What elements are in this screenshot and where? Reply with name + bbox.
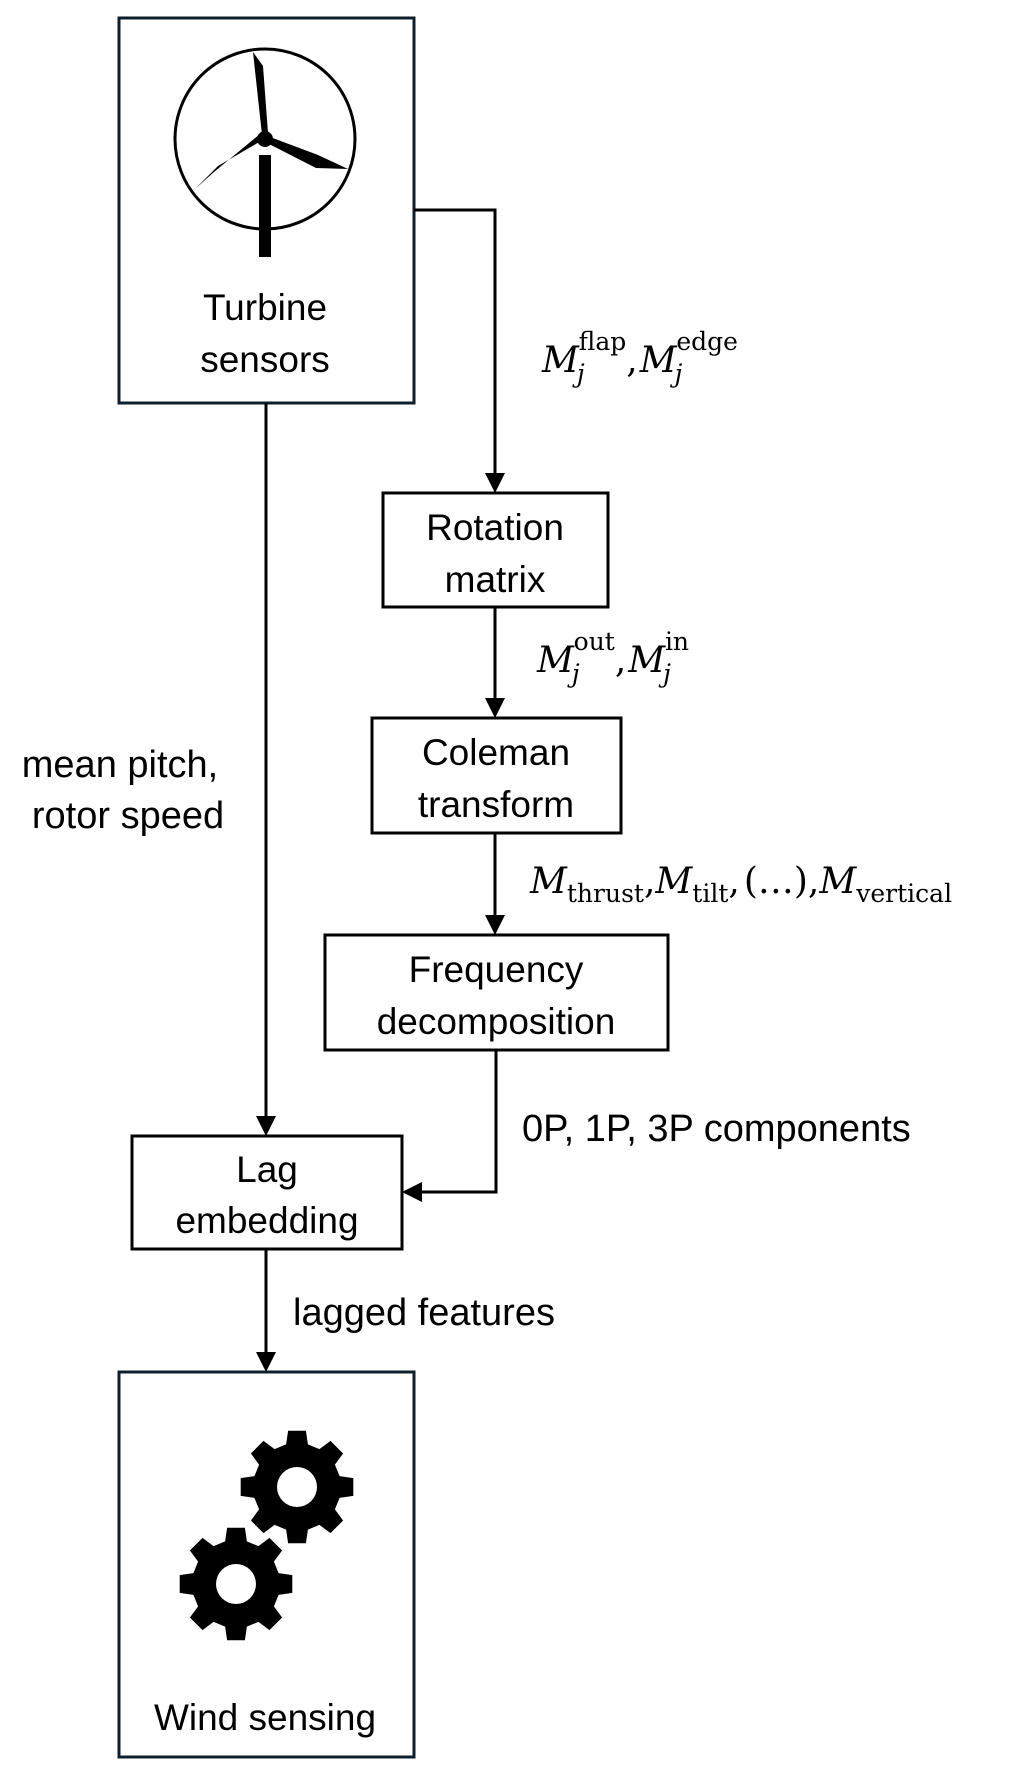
wind-sensing-node: Wind sensing: [117, 1370, 416, 1759]
rotation-matrix-label-line2: matrix: [445, 559, 546, 600]
edge-label-lagged-features: lagged features: [293, 1292, 555, 1334]
arrowhead-rotation: [485, 473, 505, 493]
arrowhead-lag-right: [402, 1182, 422, 1202]
arrowhead-wind: [256, 1352, 276, 1372]
lag-embedding-box: [130, 1134, 404, 1251]
coleman-transform-box: [370, 716, 623, 835]
edge-label-components: 0P, 1P, 3P components: [522, 1108, 911, 1150]
wind-turbine-icon: [173, 47, 357, 257]
lag-embedding-label-line2: embedding: [175, 1200, 358, 1241]
gear-icon: [179, 1527, 293, 1641]
gears-icon: [179, 1430, 354, 1641]
edge-frequency-to-lag: [421, 1050, 498, 1194]
rotation-matrix-label-line1: Rotation: [426, 507, 564, 548]
frequency-decomposition-label-line2: decomposition: [377, 1001, 616, 1042]
gear-icon: [240, 1430, 354, 1544]
edge-label-operating-point-line1: mean pitch,: [22, 744, 218, 786]
gear-hole: [277, 1467, 317, 1507]
lag-embedding-label-line1: Lag: [236, 1149, 298, 1190]
turbine-sensors-node: Turbine sensors: [117, 16, 416, 405]
coleman-transform-label-line2: transform: [418, 784, 574, 825]
frequency-decomposition-label-line1: Frequency: [409, 949, 584, 990]
coleman-transform-label-line1: Coleman: [422, 732, 570, 773]
turbine-sensors-label-line1: Turbine: [203, 287, 327, 328]
edge-label-coleman-moments: Mthrust,Mtilt,(…),Mvertical: [529, 861, 952, 908]
rotation-matrix-box: [381, 491, 610, 609]
rotation-matrix-node: Rotation matrix: [381, 491, 610, 609]
lag-embedding-node: Lag embedding: [130, 1134, 404, 1251]
coleman-transform-node: Coleman transform: [370, 716, 623, 835]
arrowhead-frequency: [485, 915, 505, 935]
wind-sensing-box: [117, 1370, 416, 1759]
edge-label-rotated-moments: Mjout,Mjin: [536, 627, 689, 688]
arrowhead-lag-top: [256, 1116, 276, 1136]
arrowhead-coleman: [485, 698, 505, 718]
frequency-decomposition-box: [323, 933, 670, 1052]
gear-hole: [216, 1564, 256, 1604]
wind-sensing-label: Wind sensing: [154, 1697, 376, 1738]
edge-turbine-to-rotation: [414, 208, 497, 474]
turbine-sensors-label-line2: sensors: [200, 339, 330, 380]
edge-label-operating-point-line2: rotor speed: [32, 795, 224, 837]
frequency-decomposition-node: Frequency decomposition: [323, 933, 670, 1052]
edge-label-blade-moments: Mjflap,Mjedge: [541, 327, 738, 388]
